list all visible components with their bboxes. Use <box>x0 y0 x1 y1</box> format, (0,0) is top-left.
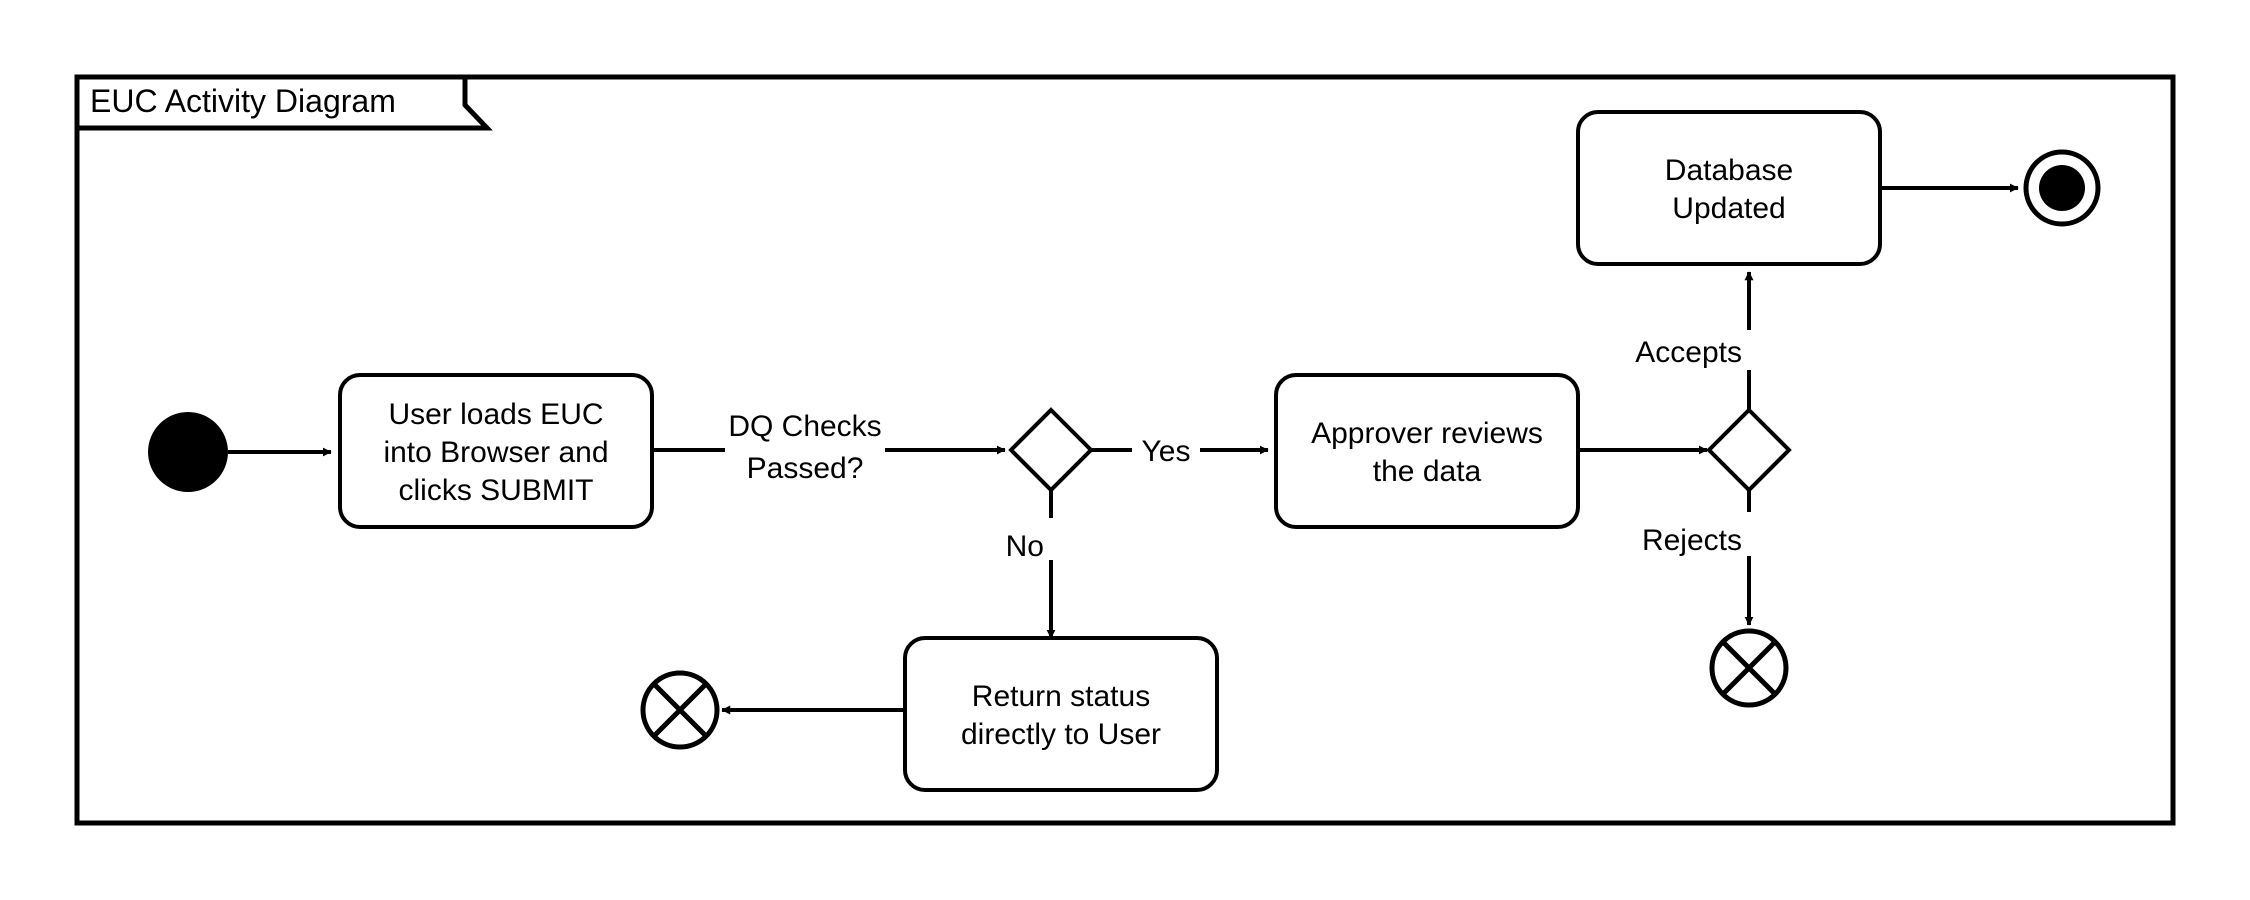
edge-label-no: No <box>1006 530 1044 563</box>
edge-labels: DQ Checks Passed? Yes No Accepts Rejects <box>728 336 1742 563</box>
frame-title-tab <box>74 74 493 131</box>
initial-node-icon <box>148 412 228 492</box>
node-initial-start[interactable] <box>148 412 228 492</box>
node-action-database-updated[interactable]: Database Updated <box>1576 110 1882 266</box>
diagram-frame: EUC Activity Diagram <box>74 74 2176 826</box>
frame-title-label: EUC Activity Diagram <box>90 83 396 119</box>
flow-final-return-cross-2 <box>652 682 708 738</box>
action-approver-label-line1: Approver reviews <box>1311 417 1543 450</box>
action-approver-shape <box>1274 373 1580 529</box>
action-load-euc-label-line1: User loads EUC <box>388 398 603 431</box>
edge-label-dq-checks-line1: DQ Checks <box>728 410 881 443</box>
decision-dq-shape <box>1008 407 1094 493</box>
node-activity-final[interactable] <box>2023 149 2101 227</box>
node-decision-dq-checks[interactable] <box>1008 407 1094 493</box>
flow-edges <box>228 183 2019 715</box>
action-return-status-label-line1: Return status <box>972 680 1150 713</box>
action-return-status-label-line2: directly to User <box>961 718 1161 751</box>
flow-final-rejects-cross-2 <box>1721 640 1777 696</box>
edge-label-rejects: Rejects <box>1642 524 1742 557</box>
node-action-return-status[interactable]: Return status directly to User <box>903 636 1219 792</box>
action-load-euc-label-line2: into Browser and <box>383 436 608 469</box>
action-return-status-shape <box>903 636 1219 792</box>
action-db-updated-shape <box>1576 110 1882 266</box>
node-action-load-euc[interactable]: User loads EUC into Browser and clicks S… <box>338 373 654 529</box>
decision-approval-shape <box>1706 407 1792 493</box>
edge-label-accepts: Accepts <box>1635 336 1742 369</box>
edge-label-dq-checks-line2: Passed? <box>747 452 864 485</box>
node-flow-final-rejects[interactable] <box>1709 628 1789 708</box>
node-flow-final-return[interactable] <box>640 670 720 750</box>
node-action-approver-reviews[interactable]: Approver reviews the data <box>1274 373 1580 529</box>
edge-label-yes: Yes <box>1142 435 1191 468</box>
frame-border <box>74 74 2176 826</box>
activity-final-inner-dot <box>2039 165 2085 211</box>
action-db-updated-label-line2: Updated <box>1672 192 1785 225</box>
action-load-euc-label-line3: clicks SUBMIT <box>399 474 594 507</box>
node-decision-approval[interactable] <box>1706 407 1792 493</box>
action-approver-label-line2: the data <box>1373 455 1482 488</box>
action-load-euc-shape <box>338 373 654 529</box>
action-db-updated-label-line1: Database <box>1665 154 1793 187</box>
